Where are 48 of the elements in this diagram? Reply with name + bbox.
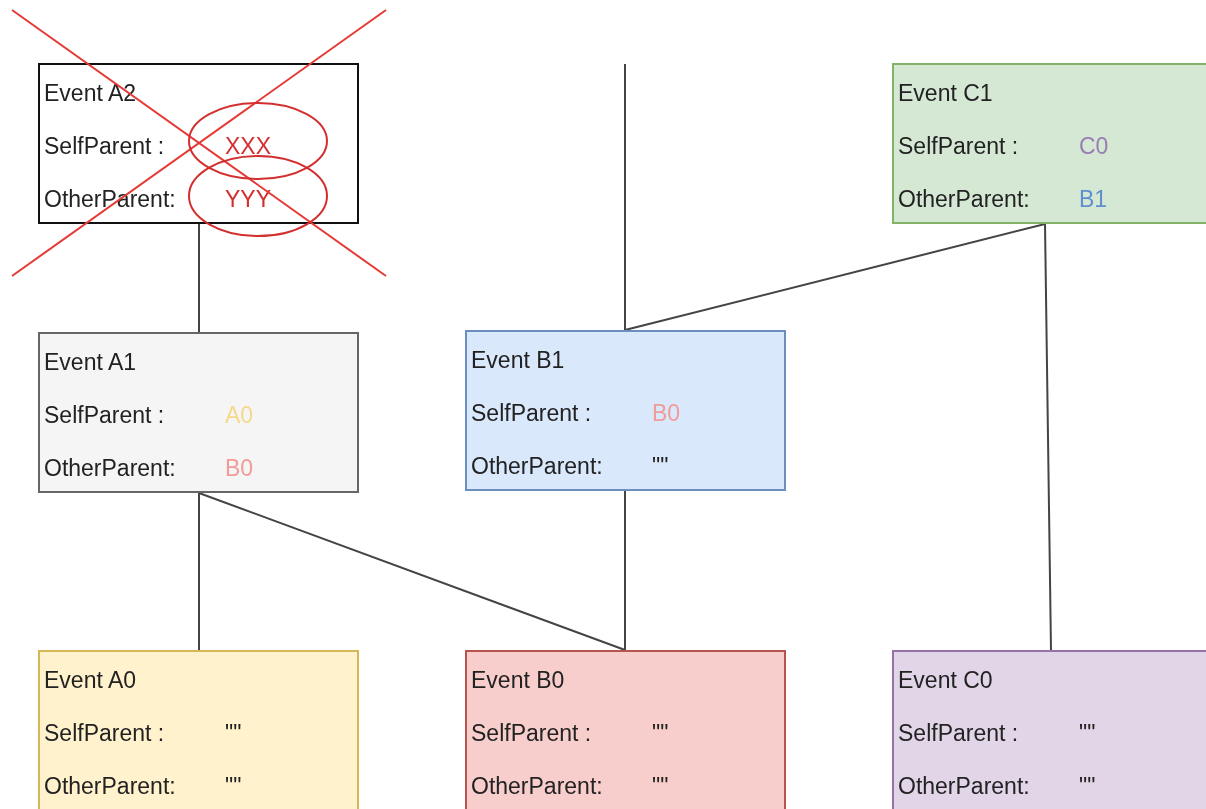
event-title: Event A1 [44, 348, 137, 376]
event-box [38, 650, 359, 809]
event-box [38, 63, 359, 224]
field-label: SelfParent : [898, 132, 1019, 160]
connector-line [198, 223, 200, 333]
event-title: Event C0 [898, 666, 993, 694]
field-value: B1 [1079, 185, 1108, 213]
field-label: OtherParent: [471, 452, 603, 480]
connector-line [198, 492, 626, 651]
event-box [465, 330, 786, 491]
field-label: SelfParent : [471, 399, 592, 427]
field-value: YYY [225, 185, 272, 213]
field-value: A0 [225, 401, 254, 429]
event-box [892, 63, 1206, 224]
field-value: C0 [1079, 132, 1109, 160]
field-label: SelfParent : [898, 719, 1019, 747]
event-title: Event B1 [471, 346, 565, 374]
event-title: Event A2 [44, 79, 137, 107]
field-value: "" [652, 719, 669, 747]
event-box [38, 332, 359, 493]
field-label: OtherParent: [898, 772, 1030, 800]
field-value: "" [1079, 772, 1096, 800]
connector-line [624, 223, 1046, 331]
event-box [465, 650, 786, 809]
field-label: OtherParent: [44, 772, 176, 800]
connector-line [624, 63, 626, 331]
field-value: "" [652, 452, 669, 480]
field-value: XXX [225, 132, 272, 160]
connector-line [198, 492, 200, 651]
connector-line [1044, 223, 1052, 651]
field-label: OtherParent: [898, 185, 1030, 213]
field-label: SelfParent : [471, 719, 592, 747]
field-value: "" [1079, 719, 1096, 747]
field-value: B0 [225, 454, 254, 482]
connector-line [624, 490, 626, 651]
field-label: SelfParent : [44, 719, 165, 747]
event-box [892, 650, 1206, 809]
field-label: SelfParent : [44, 401, 165, 429]
field-label: OtherParent: [471, 772, 603, 800]
field-value: "" [652, 772, 669, 800]
field-value: "" [225, 772, 242, 800]
event-title: Event B0 [471, 666, 565, 694]
event-title: Event A0 [44, 666, 137, 694]
field-value: B0 [652, 399, 681, 427]
field-label: SelfParent : [44, 132, 165, 160]
event-title: Event C1 [898, 79, 993, 107]
field-label: OtherParent: [44, 454, 176, 482]
field-value: "" [225, 719, 242, 747]
